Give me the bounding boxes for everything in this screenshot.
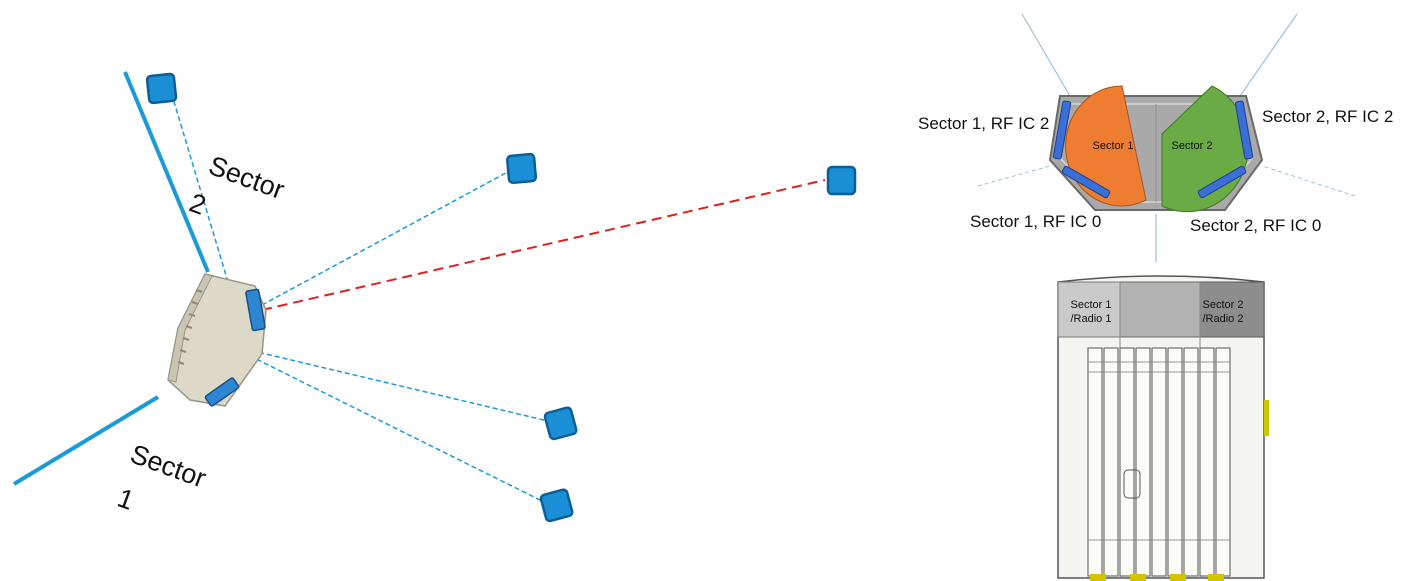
link-to-node-low-right xyxy=(227,344,547,504)
label-sector2-rfic2: Sector 2, RF IC 2 xyxy=(1262,107,1393,126)
radio2-label-line2: /Radio 2 xyxy=(1203,313,1244,325)
sector2-label-num-group: 2 xyxy=(185,187,209,220)
link-to-node-mid-right xyxy=(227,344,549,422)
antenna-panel-bottom xyxy=(204,377,240,407)
link-to-node-upper xyxy=(261,167,516,306)
node-low-right-icon xyxy=(539,488,574,523)
front-view-device: Sector 1 /Radio 1 Sector 2 /Radio 2 xyxy=(1057,275,1269,581)
sector1-label-word: Sector xyxy=(126,439,210,494)
label-sector2-rfic0: Sector 2, RF IC 0 xyxy=(1190,216,1321,235)
rfic-panel-s2-ic0 xyxy=(1197,165,1247,199)
link-to-node-top xyxy=(171,94,229,283)
left-device xyxy=(167,273,267,407)
sector2-label-word: Sector xyxy=(205,150,289,205)
radio1-label-line1: Sector 1 xyxy=(1071,299,1112,311)
label-sector1-rfic0: Sector 1, RF IC 0 xyxy=(970,212,1101,231)
rfic-panel-s1-ic0 xyxy=(1061,165,1111,199)
radio1-label-line2: /Radio 1 xyxy=(1071,313,1112,325)
wedge-sector1 xyxy=(1065,85,1147,207)
wedge-sector1-label: Sector 1 xyxy=(1093,140,1134,152)
radio2-label-line1: Sector 2 xyxy=(1203,299,1244,311)
label-sector1-rfic2: Sector 1, RF IC 2 xyxy=(918,114,1049,133)
rfic-panel-s2-ic2 xyxy=(1234,100,1254,160)
left-diagram: Sector 2 Sector 1 xyxy=(12,71,857,523)
sector2-label-number: 2 xyxy=(185,187,209,220)
sector1-boundary-line xyxy=(12,395,160,486)
node-far-right-icon xyxy=(826,165,857,196)
node-upper-icon xyxy=(505,152,538,184)
rfic-panel-s1-ic2 xyxy=(1052,100,1072,160)
node-mid-right-icon xyxy=(543,406,578,441)
sector1-label: Sector xyxy=(126,439,210,494)
heatsink-fins xyxy=(1087,347,1231,577)
node-top-icon xyxy=(145,72,178,105)
sector2-label: Sector xyxy=(205,150,289,205)
sector1-label-num-group: 1 xyxy=(114,483,138,516)
top-view-diagram: Sector 1 Sector 2 Sector 1, RF IC 2 Sect… xyxy=(918,13,1393,262)
red-link xyxy=(261,179,826,311)
wedge-sector2-label: Sector 2 xyxy=(1172,140,1213,152)
sector2-boundary-line xyxy=(123,71,210,273)
antenna-panel-right xyxy=(245,288,266,332)
sector1-label-number: 1 xyxy=(114,483,138,516)
